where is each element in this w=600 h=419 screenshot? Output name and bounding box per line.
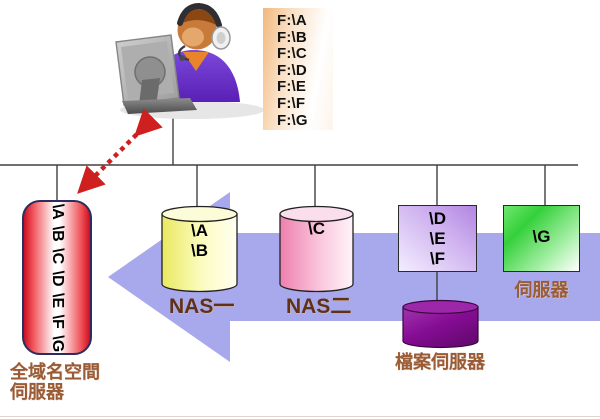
namespace-server-shape: \A \B \C \D \E \F \G xyxy=(22,200,92,355)
nas1-cylinder xyxy=(161,205,238,293)
nas2-paths: \C xyxy=(308,219,325,238)
drive-mapping-panel: F:\A F:\B F:\C F:\D F:\E F:\F F:\G xyxy=(263,8,333,130)
nas1-label: NAS一 xyxy=(169,295,235,318)
drive-mapping-item: F:\B xyxy=(277,28,307,46)
nas2-label: NAS二 xyxy=(286,295,352,318)
drive-mapping-item: F:\E xyxy=(277,78,307,96)
namespace-server-label: 全域名空間 伺服器 xyxy=(10,362,100,402)
branch-shares-square: \D \E \F xyxy=(398,205,477,272)
monitor-icon xyxy=(115,34,197,114)
drive-mapping-item: F:\D xyxy=(277,61,307,79)
drive-mapping-item: F:\A xyxy=(277,12,307,29)
drive-mapping-item: F:\C xyxy=(277,45,307,63)
user-computer-illustration xyxy=(115,2,264,119)
server-label: 伺服器 xyxy=(514,280,569,300)
drive-mapping-item: F:\G xyxy=(277,111,308,129)
file-server-label: 檔案伺服器 xyxy=(395,352,485,372)
server-square: \G xyxy=(503,205,580,272)
branch-shares-paths: \D \E \F xyxy=(429,209,446,268)
drive-mapping-item: F:\F xyxy=(277,94,306,112)
nas1-paths: \A \B xyxy=(191,221,208,260)
file-server-cylinder xyxy=(402,299,479,349)
namespace-server-paths: \A \B \C \D \E \F \G xyxy=(49,203,66,352)
headset-icon xyxy=(177,2,231,62)
page-bottom-rule xyxy=(0,416,600,417)
bidirectional-link-arrow-icon xyxy=(77,108,163,194)
server-paths: \G xyxy=(532,227,551,246)
nas2-cylinder xyxy=(279,205,354,293)
